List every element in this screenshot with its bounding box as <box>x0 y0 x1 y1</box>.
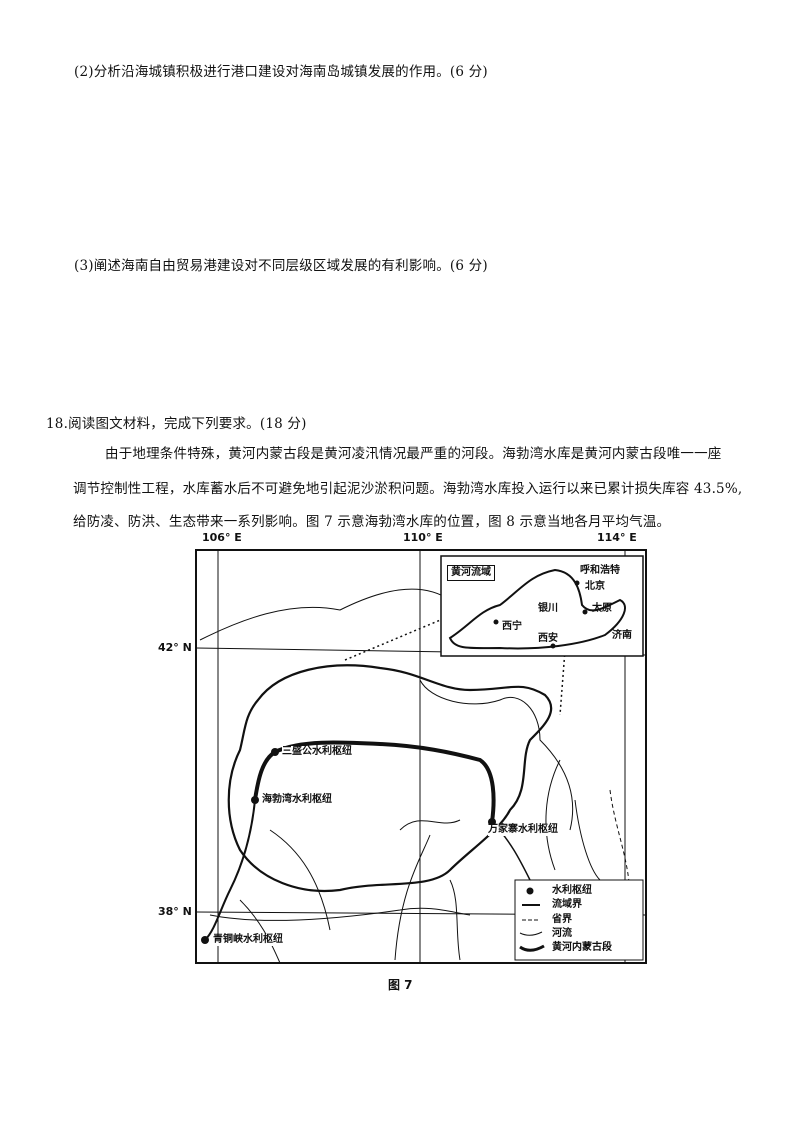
city-xian: 西安 <box>538 633 558 644</box>
basin-boundary <box>227 664 553 892</box>
yellow-river-inner-mongolia <box>253 740 496 823</box>
hub-haibowan: 海勃湾水利枢纽 <box>262 794 332 806</box>
question-18-para-1: 由于地理条件特殊，黄河内蒙古段是黄河凌汛情况最严重的河段。海勃湾水库是黄河内蒙古… <box>105 446 722 462</box>
question-18-para-2: 调节控制性工程，水库蓄水后不可避免地引起泥沙淤积问题。海勃湾水库投入运行以来已累… <box>73 481 743 497</box>
question-3: (3)阐述海南自由贸易港建设对不同层级区域发展的有利影响。(6 分) <box>74 258 488 274</box>
hub-wanjiazhai: 万家寨水利枢纽 <box>488 824 558 836</box>
hub-sanshenggong: 三盛公水利枢纽 <box>282 746 352 758</box>
lat-label-42: 42° N <box>158 641 192 654</box>
question-2: (2)分析沿海城镇积极进行港口建设对海南岛城镇发展的作用。(6 分) <box>74 64 488 80</box>
city-jinan: 济南 <box>612 630 632 641</box>
question-18-para-3: 给防凌、防洪、生态带来一系列影响。图 7 示意海勃湾水库的位置，图 8 示意当地… <box>73 514 671 530</box>
map-frame <box>195 549 647 964</box>
lat-label-38: 38° N <box>158 905 192 918</box>
legend-river: 河流 <box>552 928 572 940</box>
city-yinchuan: 银川 <box>538 603 558 614</box>
legend-inner-mongolia-segment: 黄河内蒙古段 <box>552 942 612 954</box>
figure-caption: 图 7 <box>388 978 413 992</box>
question-18-title: 18.阅读图文材料，完成下列要求。(18 分) <box>46 416 307 432</box>
lon-label-114: 114° E <box>597 531 637 544</box>
city-taiyuan: 太原 <box>592 603 612 614</box>
hub-qingtongxia: 青铜峡水利枢纽 <box>213 934 283 946</box>
inset-title: 黄河流域 <box>447 565 495 581</box>
city-hohhot: 呼和浩特 <box>580 565 620 577</box>
lon-label-106: 106° E <box>202 531 242 544</box>
legend-basin-boundary: 流域界 <box>552 899 582 911</box>
lon-label-110: 110° E <box>403 531 443 544</box>
city-xining: 西宁 <box>502 621 522 632</box>
city-beijing: 北京 <box>585 581 605 593</box>
legend-province-boundary: 省界 <box>552 914 572 926</box>
legend-hub: 水利枢纽 <box>552 885 592 897</box>
